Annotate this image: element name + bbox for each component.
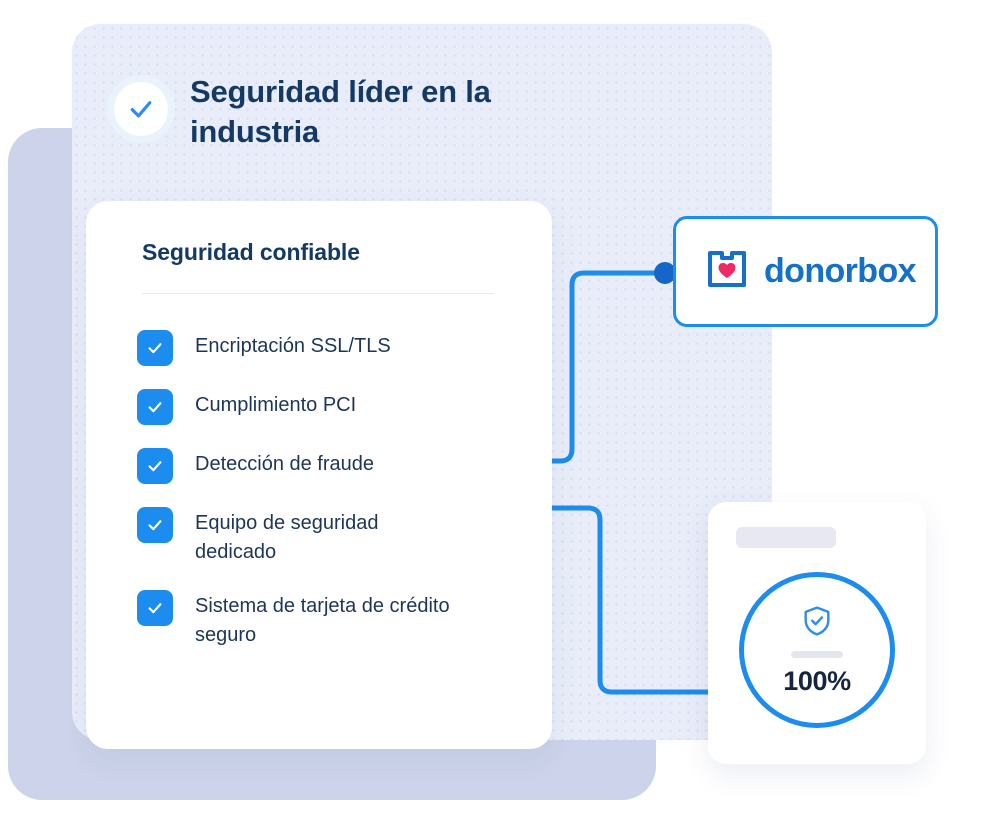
- list-item-label: Cumplimiento PCI: [195, 394, 357, 416]
- panel-header: Seguridad líder en la industria: [107, 72, 584, 151]
- score-ring: 100%: [739, 572, 895, 728]
- card-divider: [142, 293, 494, 294]
- checkbox-checked-icon: [137, 389, 173, 425]
- list-item: Equipo de seguridad dedicado: [137, 506, 517, 567]
- donorbox-wordmark: donorbox: [764, 252, 917, 290]
- checkbox-checked-icon: [137, 590, 173, 626]
- list-item-label: Encriptación SSL/TLS: [195, 335, 391, 357]
- placeholder-bar: [736, 527, 836, 548]
- card-title: Seguridad confiable: [142, 239, 360, 265]
- check-circle-icon: [107, 75, 175, 143]
- trusted-security-card: Seguridad confiable Encriptación SSL/TLS…: [86, 201, 552, 749]
- checkbox-checked-icon: [137, 507, 173, 543]
- list-item: Sistema de tarjeta de crédito seguro: [137, 589, 517, 650]
- security-score-card: 100%: [708, 502, 926, 764]
- check-circle-body: [114, 82, 168, 136]
- checkbox-checked-icon: [137, 448, 173, 484]
- list-item: Detección de fraude: [137, 447, 517, 484]
- score-ring-contents: 100%: [744, 577, 890, 723]
- donation-box-heart-icon: [704, 246, 750, 297]
- check-mark-icon: [130, 101, 152, 118]
- score-placeholder-bar: [791, 650, 843, 658]
- checkbox-checked-icon: [137, 330, 173, 366]
- list-item-label: Equipo de seguridad dedicado: [195, 512, 379, 563]
- list-item-label: Sistema de tarjeta de crédito seguro: [195, 595, 450, 646]
- list-item-label: Detección de fraude: [195, 453, 375, 475]
- donorbox-brand-badge: donorbox: [673, 216, 938, 327]
- list-item: Encriptación SSL/TLS: [137, 329, 517, 366]
- page-title: Seguridad líder en la industria: [190, 74, 491, 149]
- shield-check-icon: [800, 604, 834, 643]
- score-value: 100%: [783, 665, 851, 696]
- list-item: Cumplimiento PCI: [137, 388, 517, 425]
- security-feature-list: Encriptación SSL/TLS Cumplimiento PCI De…: [137, 329, 517, 672]
